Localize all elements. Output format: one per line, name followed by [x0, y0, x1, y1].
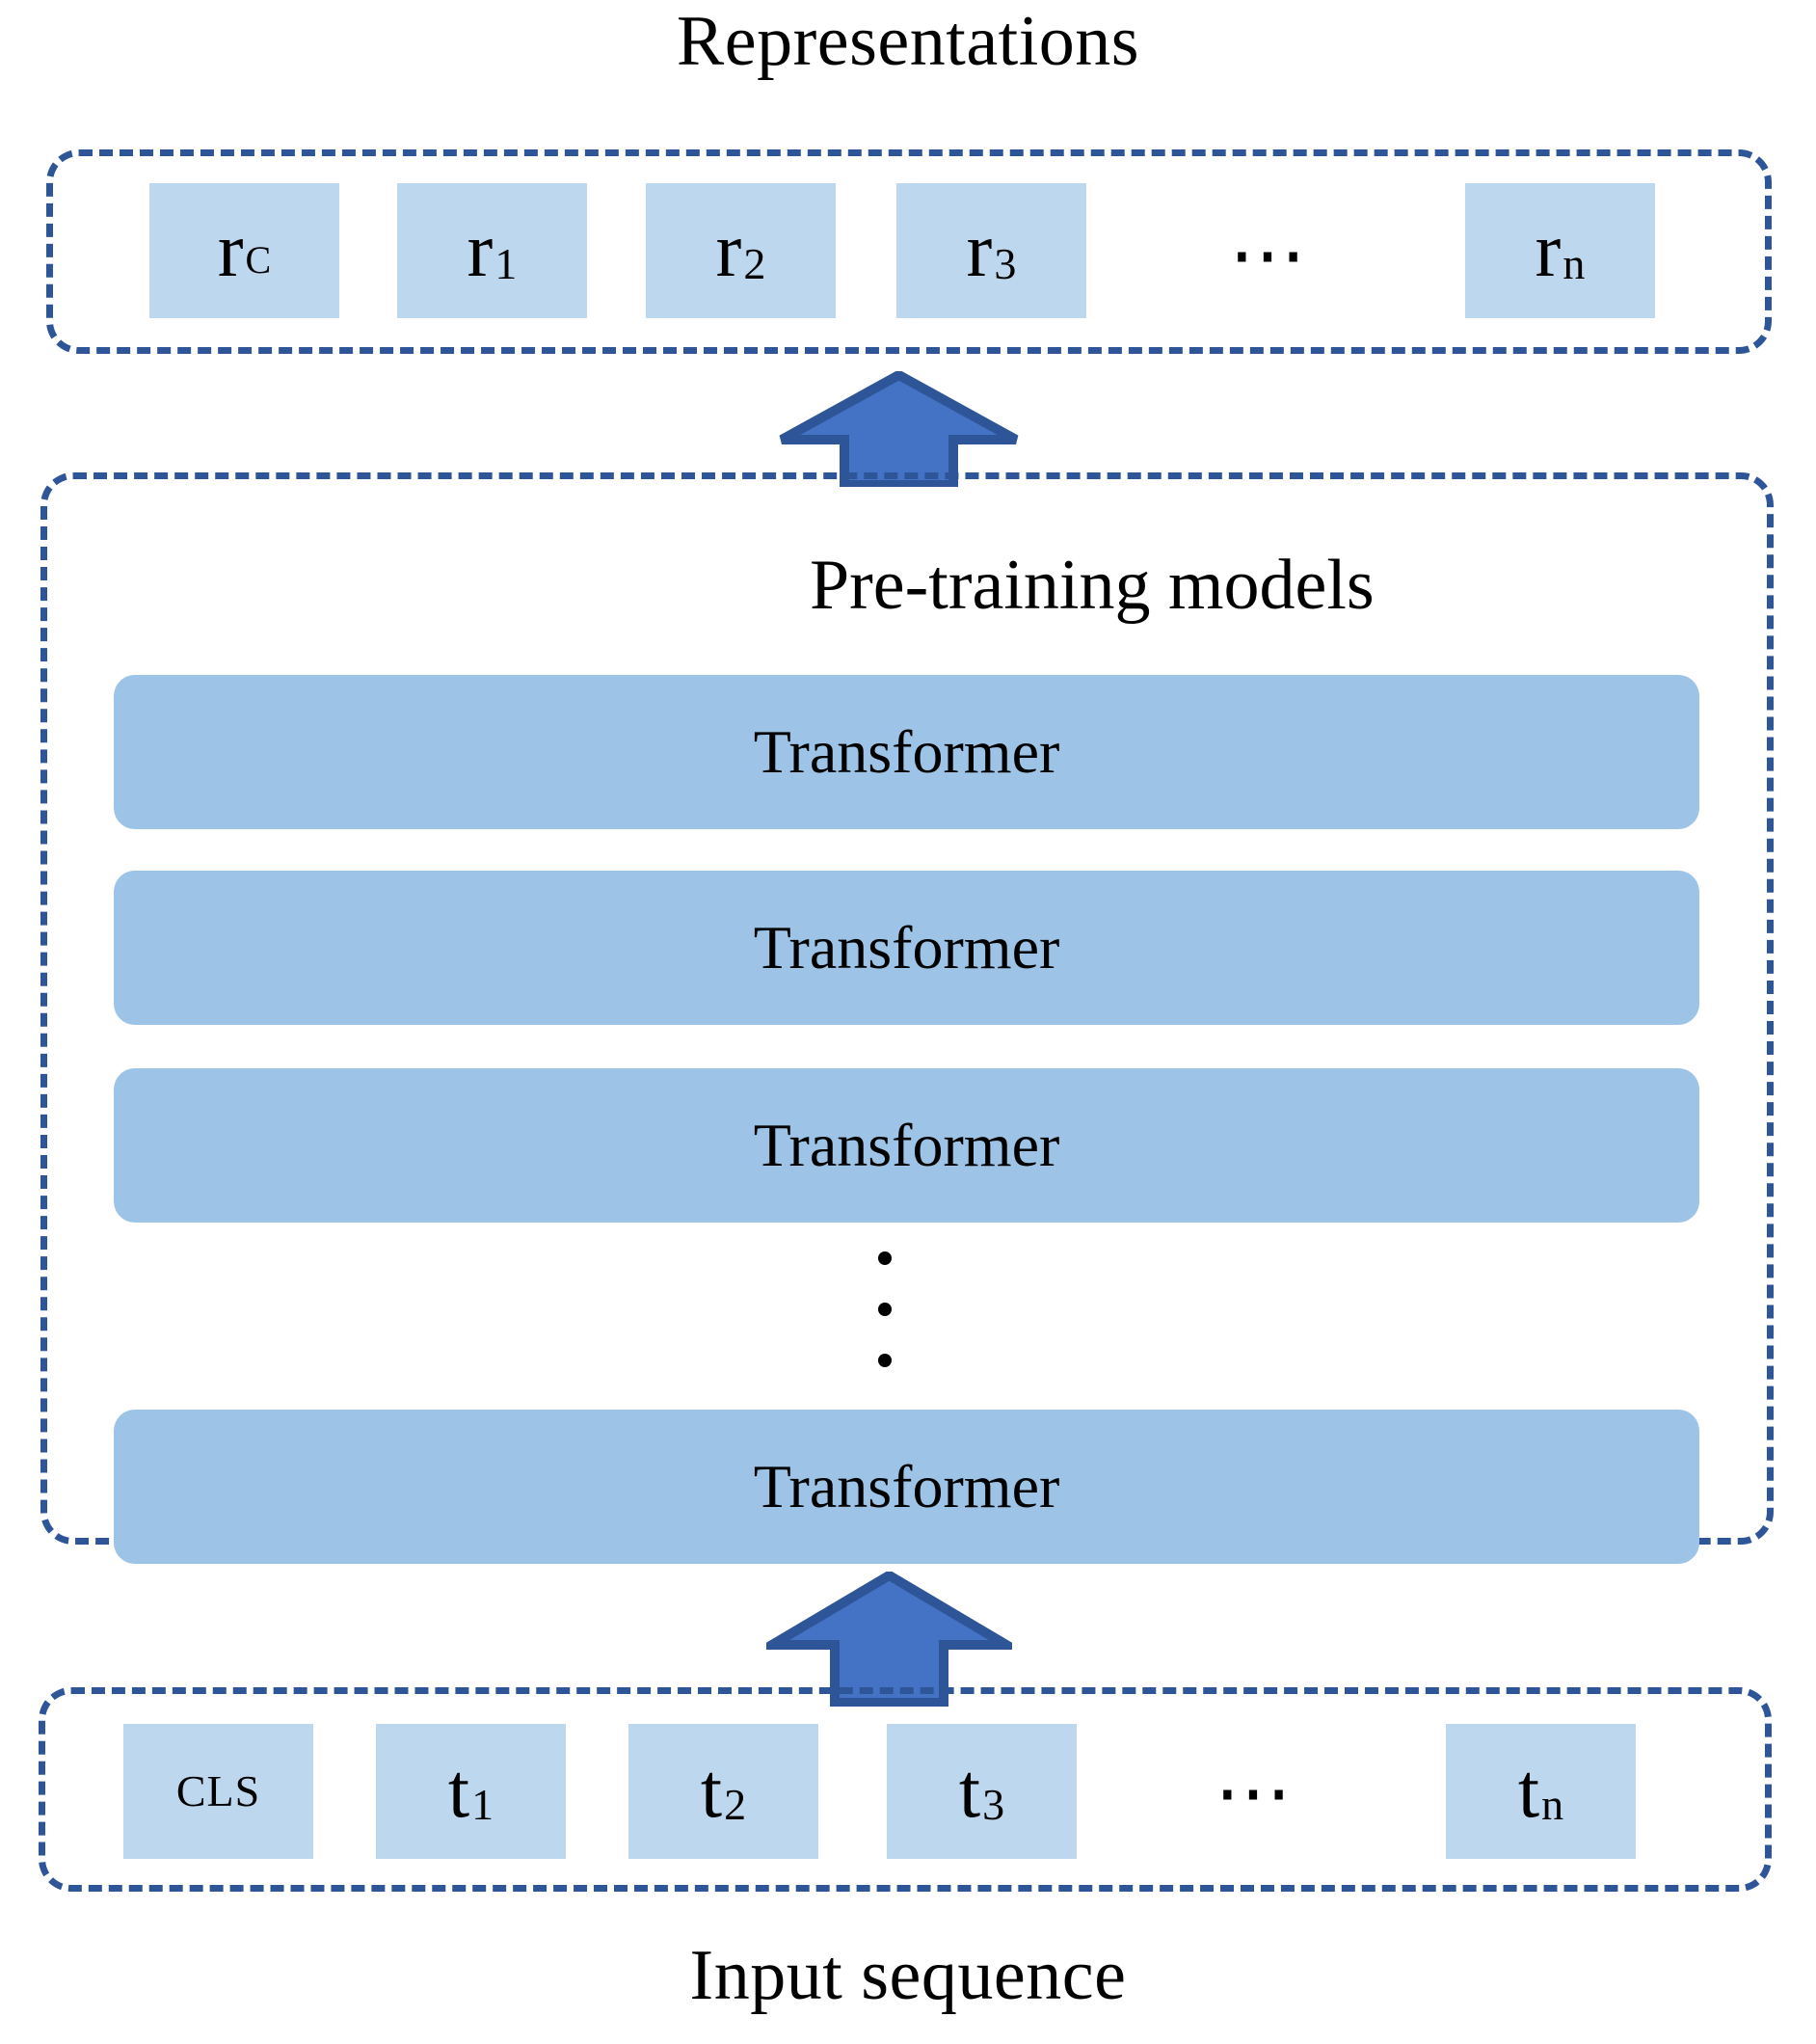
- transformer-layer-1[interactable]: Transformer: [114, 675, 1699, 829]
- token-base: t: [1517, 1749, 1540, 1834]
- transformer-layer-n[interactable]: Transformer: [114, 1410, 1699, 1564]
- arrow-up-icon: [754, 1570, 1025, 1708]
- transformer-layer-3[interactable]: Transformer: [114, 1068, 1699, 1223]
- ellipsis-dot: [878, 1251, 892, 1265]
- token-subscript: n: [1562, 239, 1586, 288]
- representations-ellipsis: ⋯: [1229, 213, 1316, 298]
- transformer-label: Transformer: [753, 717, 1060, 786]
- representations-container: [46, 149, 1772, 354]
- token-subscript: 3: [994, 239, 1017, 288]
- transformer-label: Transformer: [753, 913, 1060, 982]
- arrow-up-icon: [779, 369, 1019, 490]
- token-subscript: 1: [471, 1780, 494, 1829]
- token-base: r: [467, 208, 494, 293]
- input-sequence-container: [39, 1687, 1772, 1892]
- transformer-label: Transformer: [753, 1452, 1060, 1520]
- token-base: CLS: [175, 1766, 261, 1815]
- token-base: t: [447, 1749, 470, 1834]
- token-subscript: 3: [982, 1780, 1005, 1829]
- token-subscript: C: [245, 238, 272, 282]
- token-base: t: [958, 1749, 981, 1834]
- transformer-stack-ellipsis: [866, 1251, 904, 1367]
- page-title: Representations: [676, 2, 1140, 81]
- input-sequence-caption: Input sequence: [689, 1936, 1127, 2015]
- pretraining-models-label: Pre-training models: [810, 546, 1375, 625]
- token-base: r: [966, 208, 993, 293]
- token-subscript: 1: [494, 239, 518, 288]
- token-cls[interactable]: CLS: [123, 1724, 313, 1859]
- ellipsis-dot: [878, 1354, 892, 1367]
- token-base: t: [700, 1749, 723, 1834]
- token-base: r: [217, 208, 244, 293]
- token-subscript: 2: [743, 239, 766, 288]
- transformer-layer-2[interactable]: Transformer: [114, 871, 1699, 1025]
- ellipsis-dot: [878, 1303, 892, 1316]
- token-base: r: [715, 208, 742, 293]
- token-base: r: [1535, 208, 1562, 293]
- input-sequence-ellipsis: ⋯: [1215, 1751, 1301, 1836]
- token-subscript: n: [1541, 1780, 1564, 1829]
- arrow-up-to-representations: [776, 369, 1022, 490]
- arrow-up-to-pretraining: [754, 1570, 1025, 1708]
- transformer-label: Transformer: [753, 1111, 1060, 1179]
- token-subscript: 2: [724, 1780, 747, 1829]
